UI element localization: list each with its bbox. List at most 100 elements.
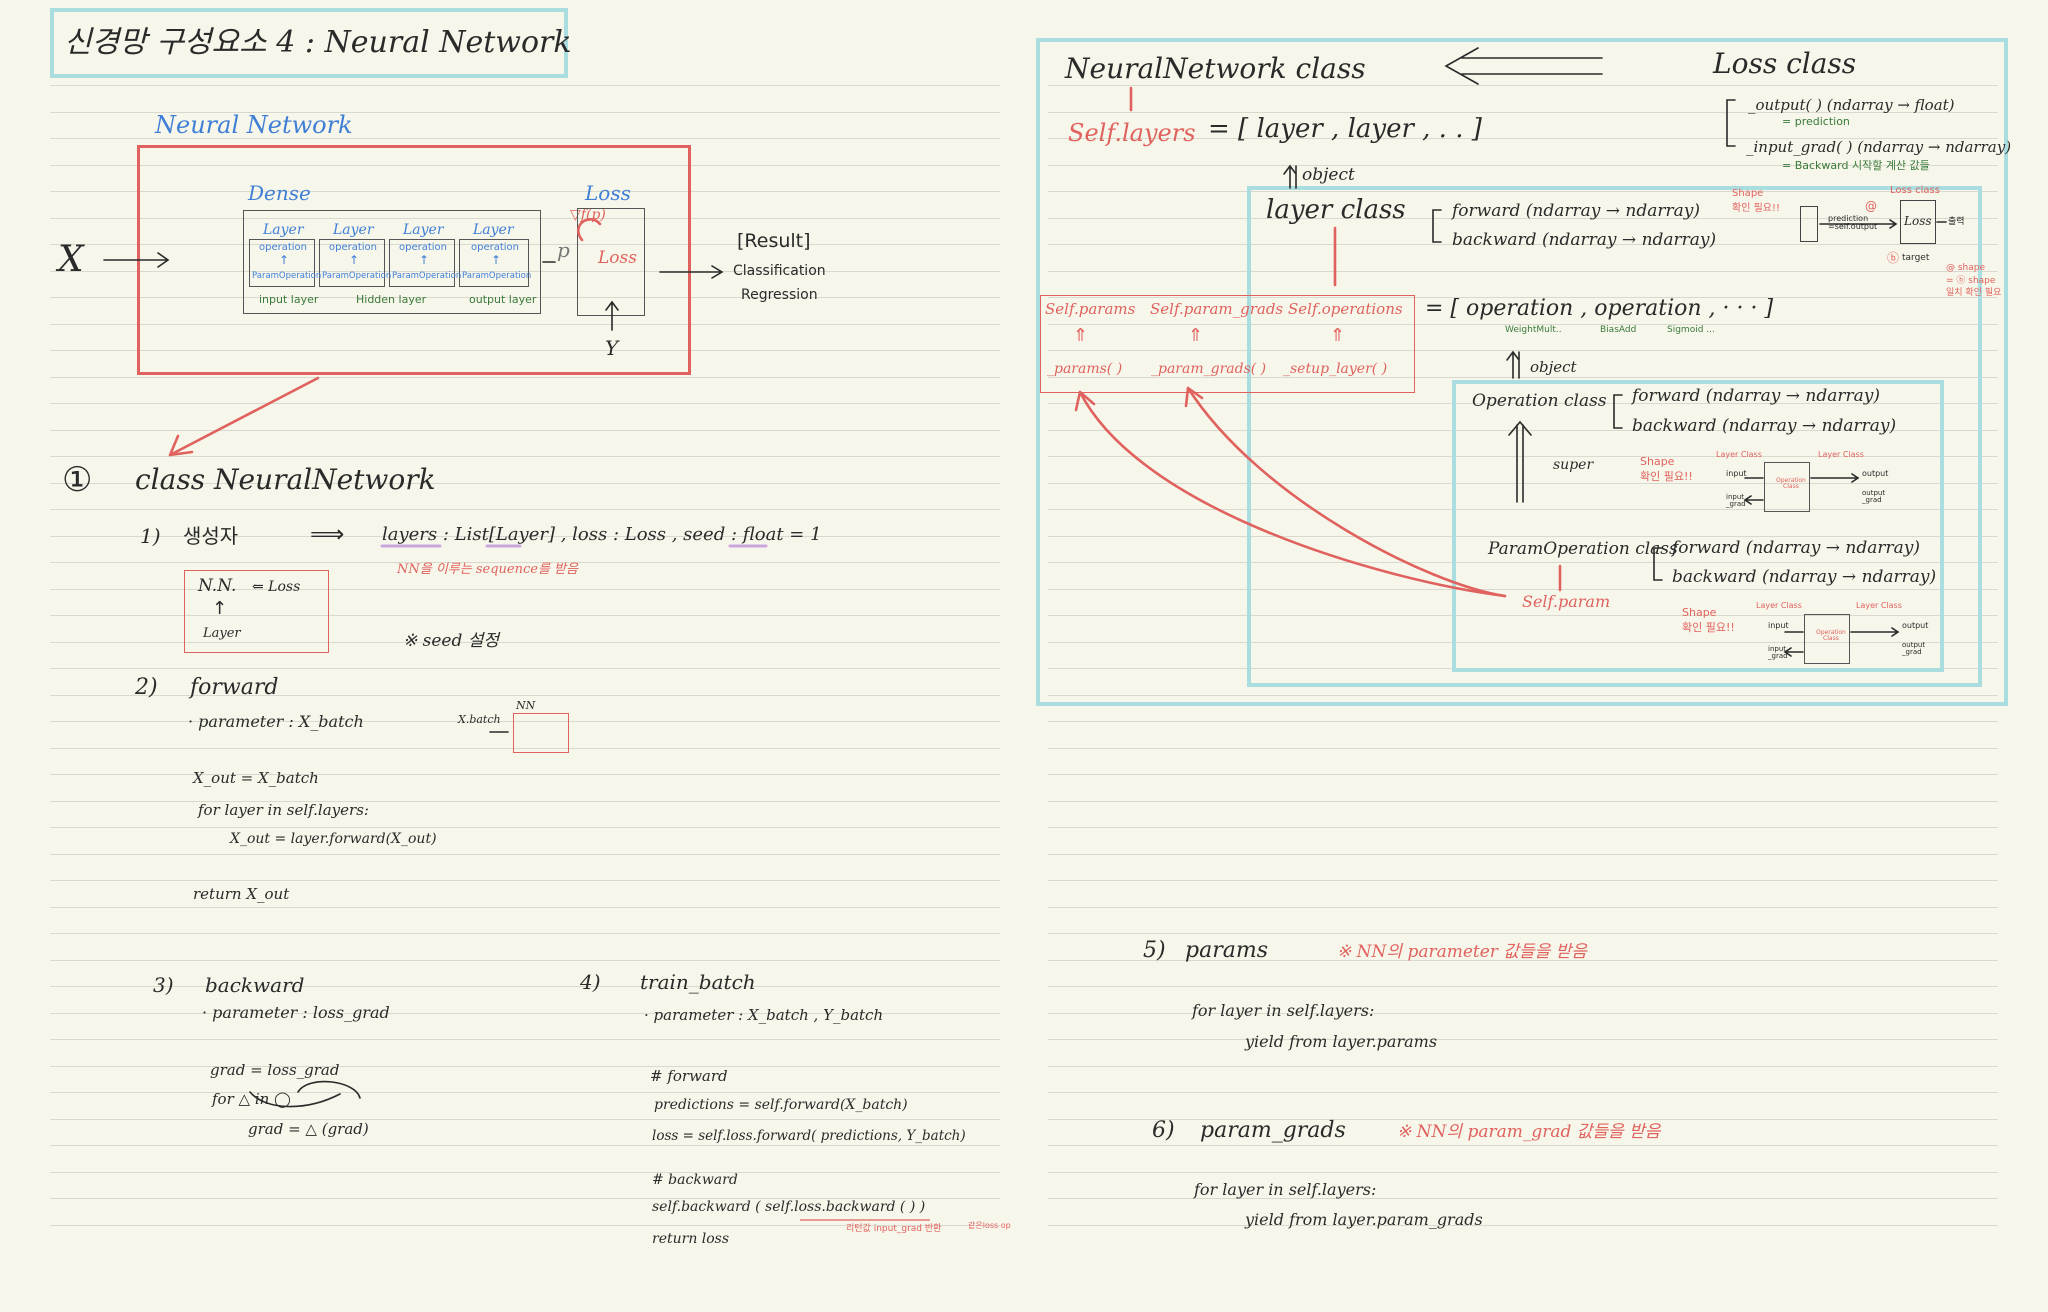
ruled-line — [50, 191, 1000, 192]
ruled-line — [50, 721, 1000, 722]
ruled-line — [50, 1145, 1000, 1146]
paramop-label-2: ParamOperation — [322, 271, 392, 281]
ruled-line — [1048, 377, 1998, 378]
ruled-line — [50, 138, 1000, 139]
ruled-line — [1048, 827, 1998, 828]
ruled-line — [1048, 721, 1998, 722]
ruled-line — [1048, 1119, 1998, 1120]
layer-backward: backward (ndarray → ndarray) — [1452, 230, 1717, 250]
shape-note-1: Shape 확인 필요!! — [1732, 188, 1780, 214]
op-sub-weightmult: WeightMult.. — [1505, 325, 1562, 335]
loss-input-grad: _input_grad( ) (ndarray → ndarray) — [1746, 138, 2012, 156]
operation-class-title: Operation class — [1472, 391, 1607, 411]
operation-teal-frame — [1452, 380, 1944, 672]
layers-list: = [ layer , layer , . . ] — [1208, 114, 1482, 144]
loss-diag-title: Loss class — [1890, 185, 1940, 196]
forward-xbatch: X.batch — [458, 713, 501, 726]
ruled-line — [1048, 138, 1998, 139]
ruled-line — [1048, 85, 1998, 86]
nn-mini-up-arrow: ↑ — [212, 598, 228, 619]
ruled-line — [1048, 986, 1998, 987]
ruled-line — [1048, 403, 1998, 404]
op-inner-label-2: Operation Class — [1816, 629, 1846, 642]
ruled-line — [50, 642, 1000, 643]
ruled-line — [50, 774, 1000, 775]
op-backward: backward (ndarray → ndarray) — [1632, 416, 1897, 436]
layer-cell-1 — [249, 239, 315, 287]
ruled-line — [50, 218, 1000, 219]
forward-code-2: for layer in self.layers: — [198, 801, 369, 819]
loss-diag-a: @ — [1865, 199, 1877, 213]
seed-note: ※ seed 설정 — [403, 631, 500, 651]
layer-header-4: Layer — [473, 222, 514, 238]
forward-title: forward — [190, 675, 279, 700]
loss-diag-box — [1900, 200, 1936, 244]
ruled-line — [50, 933, 1000, 934]
ruled-line — [50, 271, 1000, 272]
ruled-line — [1048, 907, 1998, 908]
self-param-label: Self.param — [1522, 592, 1611, 611]
loss-inner-label: Loss — [598, 248, 637, 268]
forward-code-1: X_out = X_batch — [193, 769, 319, 787]
ruled-line — [50, 854, 1000, 855]
up-arrow-2: ↑ — [349, 253, 360, 267]
op-inner-label-1: Operation Class — [1776, 477, 1806, 490]
train-code-6: return loss — [652, 1231, 730, 1247]
ruled-line — [1048, 562, 1998, 563]
self-operations-label: Self.operations — [1288, 300, 1403, 318]
object-label-2: object — [1530, 358, 1577, 376]
ruled-line — [50, 1225, 1000, 1226]
loss-class-title: Loss class — [1713, 47, 1857, 80]
forward-nn: NN — [516, 699, 536, 712]
ruled-line — [1048, 297, 1998, 298]
ctor-signature: layers : List[Layer] , loss : Loss , see… — [382, 524, 822, 545]
ruled-line — [50, 350, 1000, 351]
input-layer-label: input layer — [259, 293, 319, 306]
loss-diag-prediction: prediction =self.output — [1828, 214, 1878, 231]
ruled-line — [50, 1198, 1000, 1199]
op-label-4: operation — [471, 242, 520, 253]
loss-shape-note: @ shape = ⓑ shape 일치 확인 필요 — [1946, 263, 2002, 299]
params-code-2: yield from layer.params — [1245, 1032, 1438, 1051]
ruled-line — [50, 1013, 1000, 1014]
self-layers-label: Self.layers — [1068, 119, 1196, 147]
y-label: Y — [605, 336, 619, 360]
ruled-line — [1048, 509, 1998, 510]
backward-code-3: grad = △ (grad) — [248, 1120, 369, 1138]
ruled-line — [50, 748, 1000, 749]
nn-mini-nn: N.N. — [198, 576, 237, 596]
ctor-note: NN을 이루는 sequence를 받음 — [397, 562, 578, 577]
x-input-label: X — [58, 239, 84, 280]
params-code-1: for layer in self.layers: — [1192, 1001, 1375, 1020]
params-fn: _params( ) — [1047, 361, 1123, 377]
ruled-line — [50, 297, 1000, 298]
layer-cell-2 — [319, 239, 385, 287]
input-label-2: input — [1768, 621, 1789, 630]
loss-output-note: = prediction — [1782, 115, 1850, 128]
paramop-class-title: ParamOperation class — [1488, 539, 1678, 559]
nn-mini-layer: Layer — [203, 626, 241, 641]
params-number: 5) — [1143, 938, 1166, 963]
output-layer-label: output layer — [469, 293, 537, 306]
train-note-2: 같은loss op — [968, 1221, 1011, 1230]
op-inner-box-1 — [1764, 462, 1810, 512]
train-title: train_batch — [640, 970, 756, 994]
op-sub-biasadd: BiasAdd — [1600, 325, 1637, 335]
layer-class-small-2a: Layer Class — [1756, 601, 1802, 610]
ruled-line — [50, 562, 1000, 563]
ruled-line — [1048, 1145, 1998, 1146]
backward-param: · parameter : loss_grad — [202, 1003, 390, 1022]
ruled-line — [1048, 1172, 1998, 1173]
ruled-line — [1048, 801, 1998, 802]
ruled-line — [50, 1119, 1000, 1120]
ruled-line — [1048, 112, 1998, 113]
forward-code-3: X_out = layer.forward(X_out) — [230, 831, 437, 847]
nn-mini-loss: ⇐ Loss — [252, 579, 301, 595]
nn-class-title: NeuralNetwork class — [1065, 52, 1366, 85]
ruled-line — [50, 244, 1000, 245]
ruled-line — [50, 960, 1000, 961]
ruled-line — [1048, 324, 1998, 325]
result-label: [Result] — [737, 230, 811, 252]
op-forward: forward (ndarray → ndarray) — [1632, 386, 1880, 406]
dense-box — [243, 210, 541, 314]
